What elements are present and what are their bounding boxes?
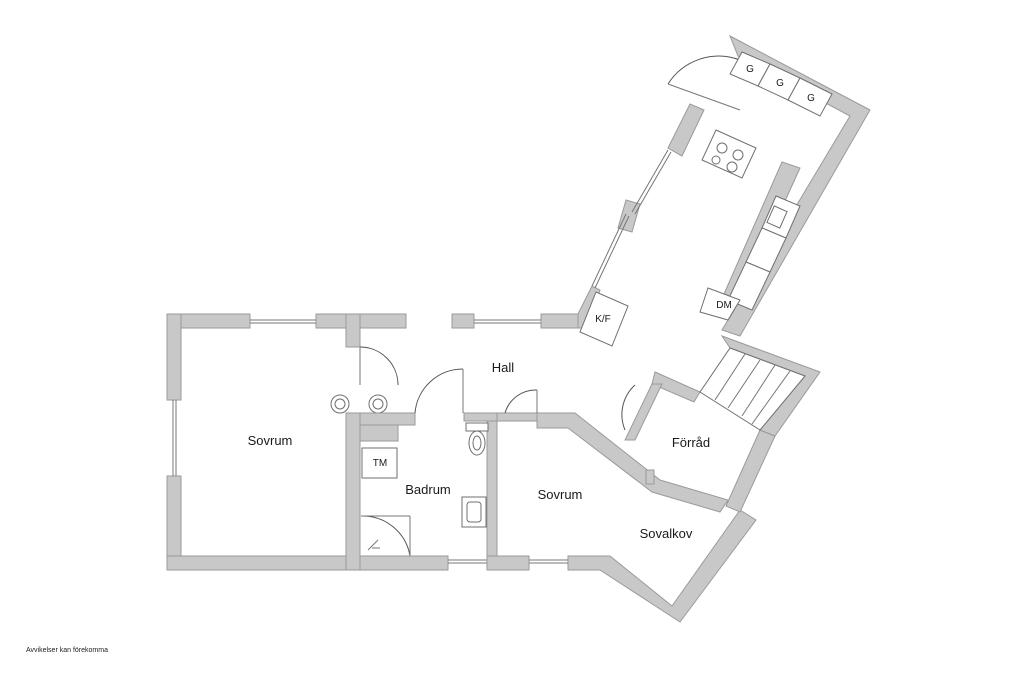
label-wardrobe-3: G <box>807 93 815 104</box>
kitchen-counter <box>727 227 787 311</box>
toilet-icon <box>465 422 489 456</box>
walls-bathroom <box>359 412 498 571</box>
windows-left-bedroom <box>172 319 316 476</box>
sink-icon <box>461 496 487 528</box>
walls-left-bedroom <box>166 313 448 571</box>
washing-machine-box <box>361 447 398 479</box>
fridge-freezer-box <box>579 291 629 347</box>
door-swing-sovrum-left <box>359 346 399 386</box>
label-wardrobe-1: G <box>746 64 754 75</box>
door-swing-entrance <box>667 55 741 85</box>
door-swing-sovrum-right <box>504 389 538 414</box>
room-label-hall: Hall <box>492 360 515 375</box>
disclaimer-text: Avvikelser kan förekomma <box>26 647 108 654</box>
round-fixtures <box>330 394 388 414</box>
stove-icon <box>701 129 757 179</box>
room-label-badrum: Badrum <box>405 482 451 497</box>
walls-kitchen <box>577 34 871 337</box>
shower-head-icon <box>367 539 380 551</box>
room-label-forrad: Förråd <box>672 435 710 450</box>
room-label-sovrum-left: Sovrum <box>248 433 293 448</box>
label-kf: K/F <box>595 314 611 325</box>
room-label-sovalkov: Sovalkov <box>640 526 693 541</box>
walls-right-bedroom <box>486 412 757 623</box>
label-dm: DM <box>716 300 732 311</box>
kitchen-sink-icon <box>761 195 801 239</box>
door-swing-badrum <box>414 368 464 414</box>
label-wardrobe-2: G <box>776 78 784 89</box>
walls-hall <box>451 313 580 329</box>
wardrobes <box>729 51 833 117</box>
walls-storage <box>624 371 776 513</box>
stairs-icon <box>699 335 821 437</box>
room-label-sovrum-right: Sovrum <box>538 487 583 502</box>
label-tm: TM <box>373 458 387 469</box>
dishwasher-box <box>699 287 741 321</box>
door-swing-forrad <box>621 384 636 431</box>
